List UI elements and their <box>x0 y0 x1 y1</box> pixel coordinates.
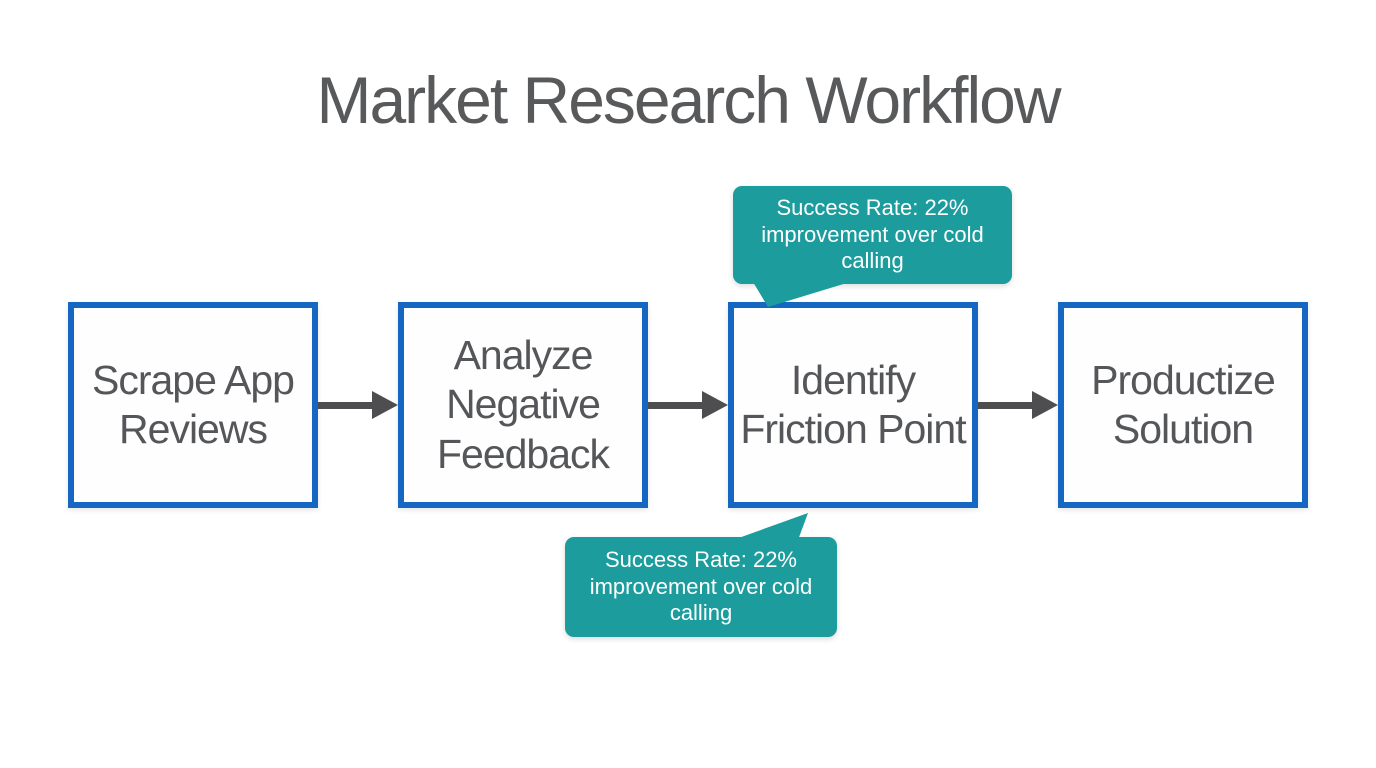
flow-arrow-2 <box>648 391 728 419</box>
callout-success-rate-bottom: Success Rate: 22% improvement over cold … <box>565 537 837 637</box>
page-title: Market Research Workflow <box>316 63 1061 137</box>
callout-text: Success Rate: 22% improvement over cold … <box>589 547 813 626</box>
flow-step-label: Analyze Negative Feedback <box>436 332 610 477</box>
callout-success-rate-top: Success Rate: 22% improvement over cold … <box>733 186 1012 284</box>
flow-step-label: Productize Solution <box>1091 356 1276 452</box>
arrow-shaft <box>978 401 1032 409</box>
flow-step-productize-solution: Productize Solution <box>1058 302 1308 508</box>
flow-step-label: Identify Friction Point <box>740 356 966 452</box>
arrow-head-icon <box>1032 391 1058 419</box>
arrow-head-icon <box>372 391 398 419</box>
flow-step-identify-friction-point: Identify Friction Point <box>728 302 978 508</box>
flow-step-analyze-negative-feedback: Analyze Negative Feedback <box>398 302 648 508</box>
flow-arrow-1 <box>318 391 398 419</box>
flow-arrow-3 <box>978 391 1058 419</box>
callout-tail-bottom-icon <box>733 513 808 540</box>
flow-step-label: Scrape App Reviews <box>92 356 295 452</box>
arrow-head-icon <box>702 391 728 419</box>
arrow-shaft <box>648 401 702 409</box>
callout-text: Success Rate: 22% improvement over cold … <box>761 195 984 274</box>
arrow-shaft <box>318 401 372 409</box>
flow-step-scrape-app-reviews: Scrape App Reviews <box>68 302 318 508</box>
